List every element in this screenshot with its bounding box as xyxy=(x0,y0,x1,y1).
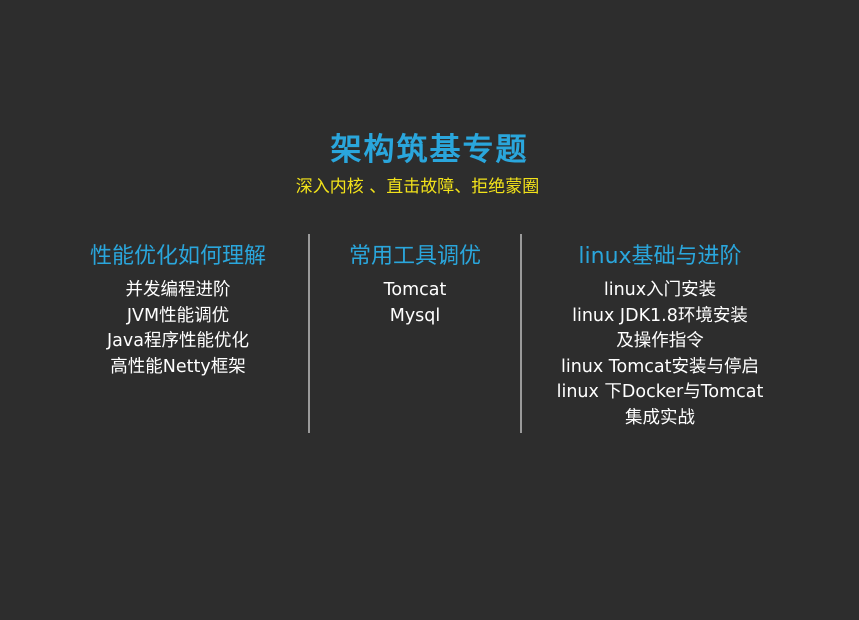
page-subtitle: 深入内核 、直击故障、拒绝蒙圈 xyxy=(295,177,540,197)
column-linux: linux基础与进阶 linux入门安装 linux JDK1.8环境安装 及操… xyxy=(522,240,798,432)
column-performance: 性能优化如何理解 并发编程进阶 JVM性能调优 Java程序性能优化 高性能Ne… xyxy=(60,240,296,380)
list-item: linux Tomcat安装与停启 xyxy=(560,356,759,377)
topic-list: Tomcat Mysql xyxy=(310,278,520,329)
list-item: 集成实战 xyxy=(625,407,695,428)
list-item: 高性能Netty框架 xyxy=(110,356,246,377)
topic-list: 并发编程进阶 JVM性能调优 Java程序性能优化 高性能Netty框架 xyxy=(60,278,296,380)
column-divider xyxy=(308,234,310,433)
list-item: 并发编程进阶 xyxy=(125,280,231,300)
page-title: 架构筑基专题 xyxy=(330,132,529,168)
list-item: Mysql xyxy=(389,305,441,326)
list-item: Tomcat xyxy=(383,280,447,300)
column-divider xyxy=(520,234,522,433)
list-item: linux 下Docker与Tomcat xyxy=(556,382,764,403)
column-heading: linux基础与进阶 xyxy=(578,244,742,269)
list-item: 及操作指令 xyxy=(616,331,704,352)
list-item: JVM性能调优 xyxy=(126,305,230,326)
column-tools: 常用工具调优 Tomcat Mysql xyxy=(310,240,520,329)
list-item: linux JDK1.8环境安装 xyxy=(572,305,748,326)
column-heading: 常用工具调优 xyxy=(348,244,481,269)
topic-list: linux入门安装 linux JDK1.8环境安装 及操作指令 linux T… xyxy=(522,278,798,432)
list-item: Java程序性能优化 xyxy=(107,331,249,352)
column-heading: 性能优化如何理解 xyxy=(89,244,266,269)
list-item: linux入门安装 xyxy=(603,280,717,300)
